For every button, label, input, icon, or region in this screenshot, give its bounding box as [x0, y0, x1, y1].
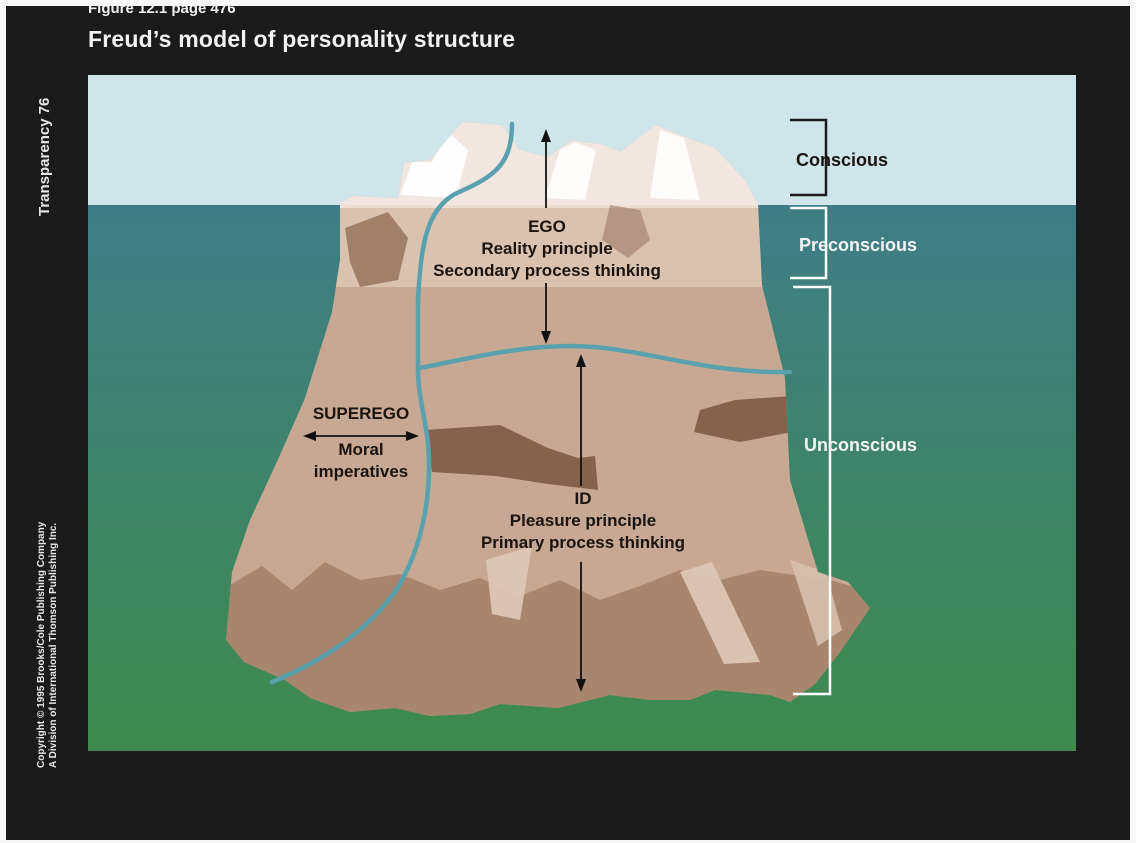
unconscious-bracket — [793, 285, 832, 696]
superego-arrow-left-head — [303, 431, 316, 441]
conscious-label: Conscious — [796, 150, 889, 170]
id-arrow-down-head — [576, 679, 586, 692]
id-pleasure-principle: Pleasure principle — [509, 511, 657, 530]
shadow-upper-left — [345, 212, 408, 287]
id-primary-process: Primary process thinking — [480, 533, 686, 552]
ego-title: EGO — [528, 217, 566, 236]
superego-label: SUPEREGO Moral imperatives — [313, 403, 409, 483]
ego-arrow-down-head — [541, 331, 551, 344]
ego-arrow-up-head — [541, 129, 551, 142]
snow-peak-2 — [545, 142, 596, 200]
preconscious-bracket — [790, 206, 828, 280]
ego-reality-principle: Reality principle — [481, 239, 613, 258]
superego-boundary-line — [269, 121, 515, 685]
id-arrow-up-head — [576, 354, 586, 367]
snow-peak-3 — [650, 130, 700, 200]
shadow-right — [694, 396, 792, 442]
id-title: ID — [574, 489, 592, 508]
superego-arrow-right-head — [406, 431, 419, 441]
unconscious-label: Unconscious — [804, 435, 918, 455]
shadow-upper-right — [602, 205, 650, 258]
ego-secondary-process: Secondary process thinking — [433, 261, 661, 280]
id-label: ID Pleasure principle Primary process th… — [481, 488, 685, 554]
shadow-center — [425, 425, 598, 490]
figure-title: Freud’s model of personality structure — [88, 26, 516, 52]
ego-id-boundary-line — [417, 343, 793, 375]
preconscious-label: Preconscious — [799, 235, 918, 255]
superego-arrow-gap — [313, 425, 409, 439]
conscious-bracket — [790, 118, 828, 197]
superego-imperatives: imperatives — [313, 462, 409, 481]
superego-title: SUPEREGO — [312, 404, 410, 423]
light-facet-1 — [486, 546, 532, 620]
snow-peak-1 — [400, 132, 468, 198]
ego-label: EGO Reality principle Secondary process … — [433, 216, 661, 282]
light-facet-2 — [680, 562, 760, 664]
superego-moral: Moral — [338, 440, 384, 459]
figure-reference: Figure 12.1 page 476 — [88, 6, 236, 17]
